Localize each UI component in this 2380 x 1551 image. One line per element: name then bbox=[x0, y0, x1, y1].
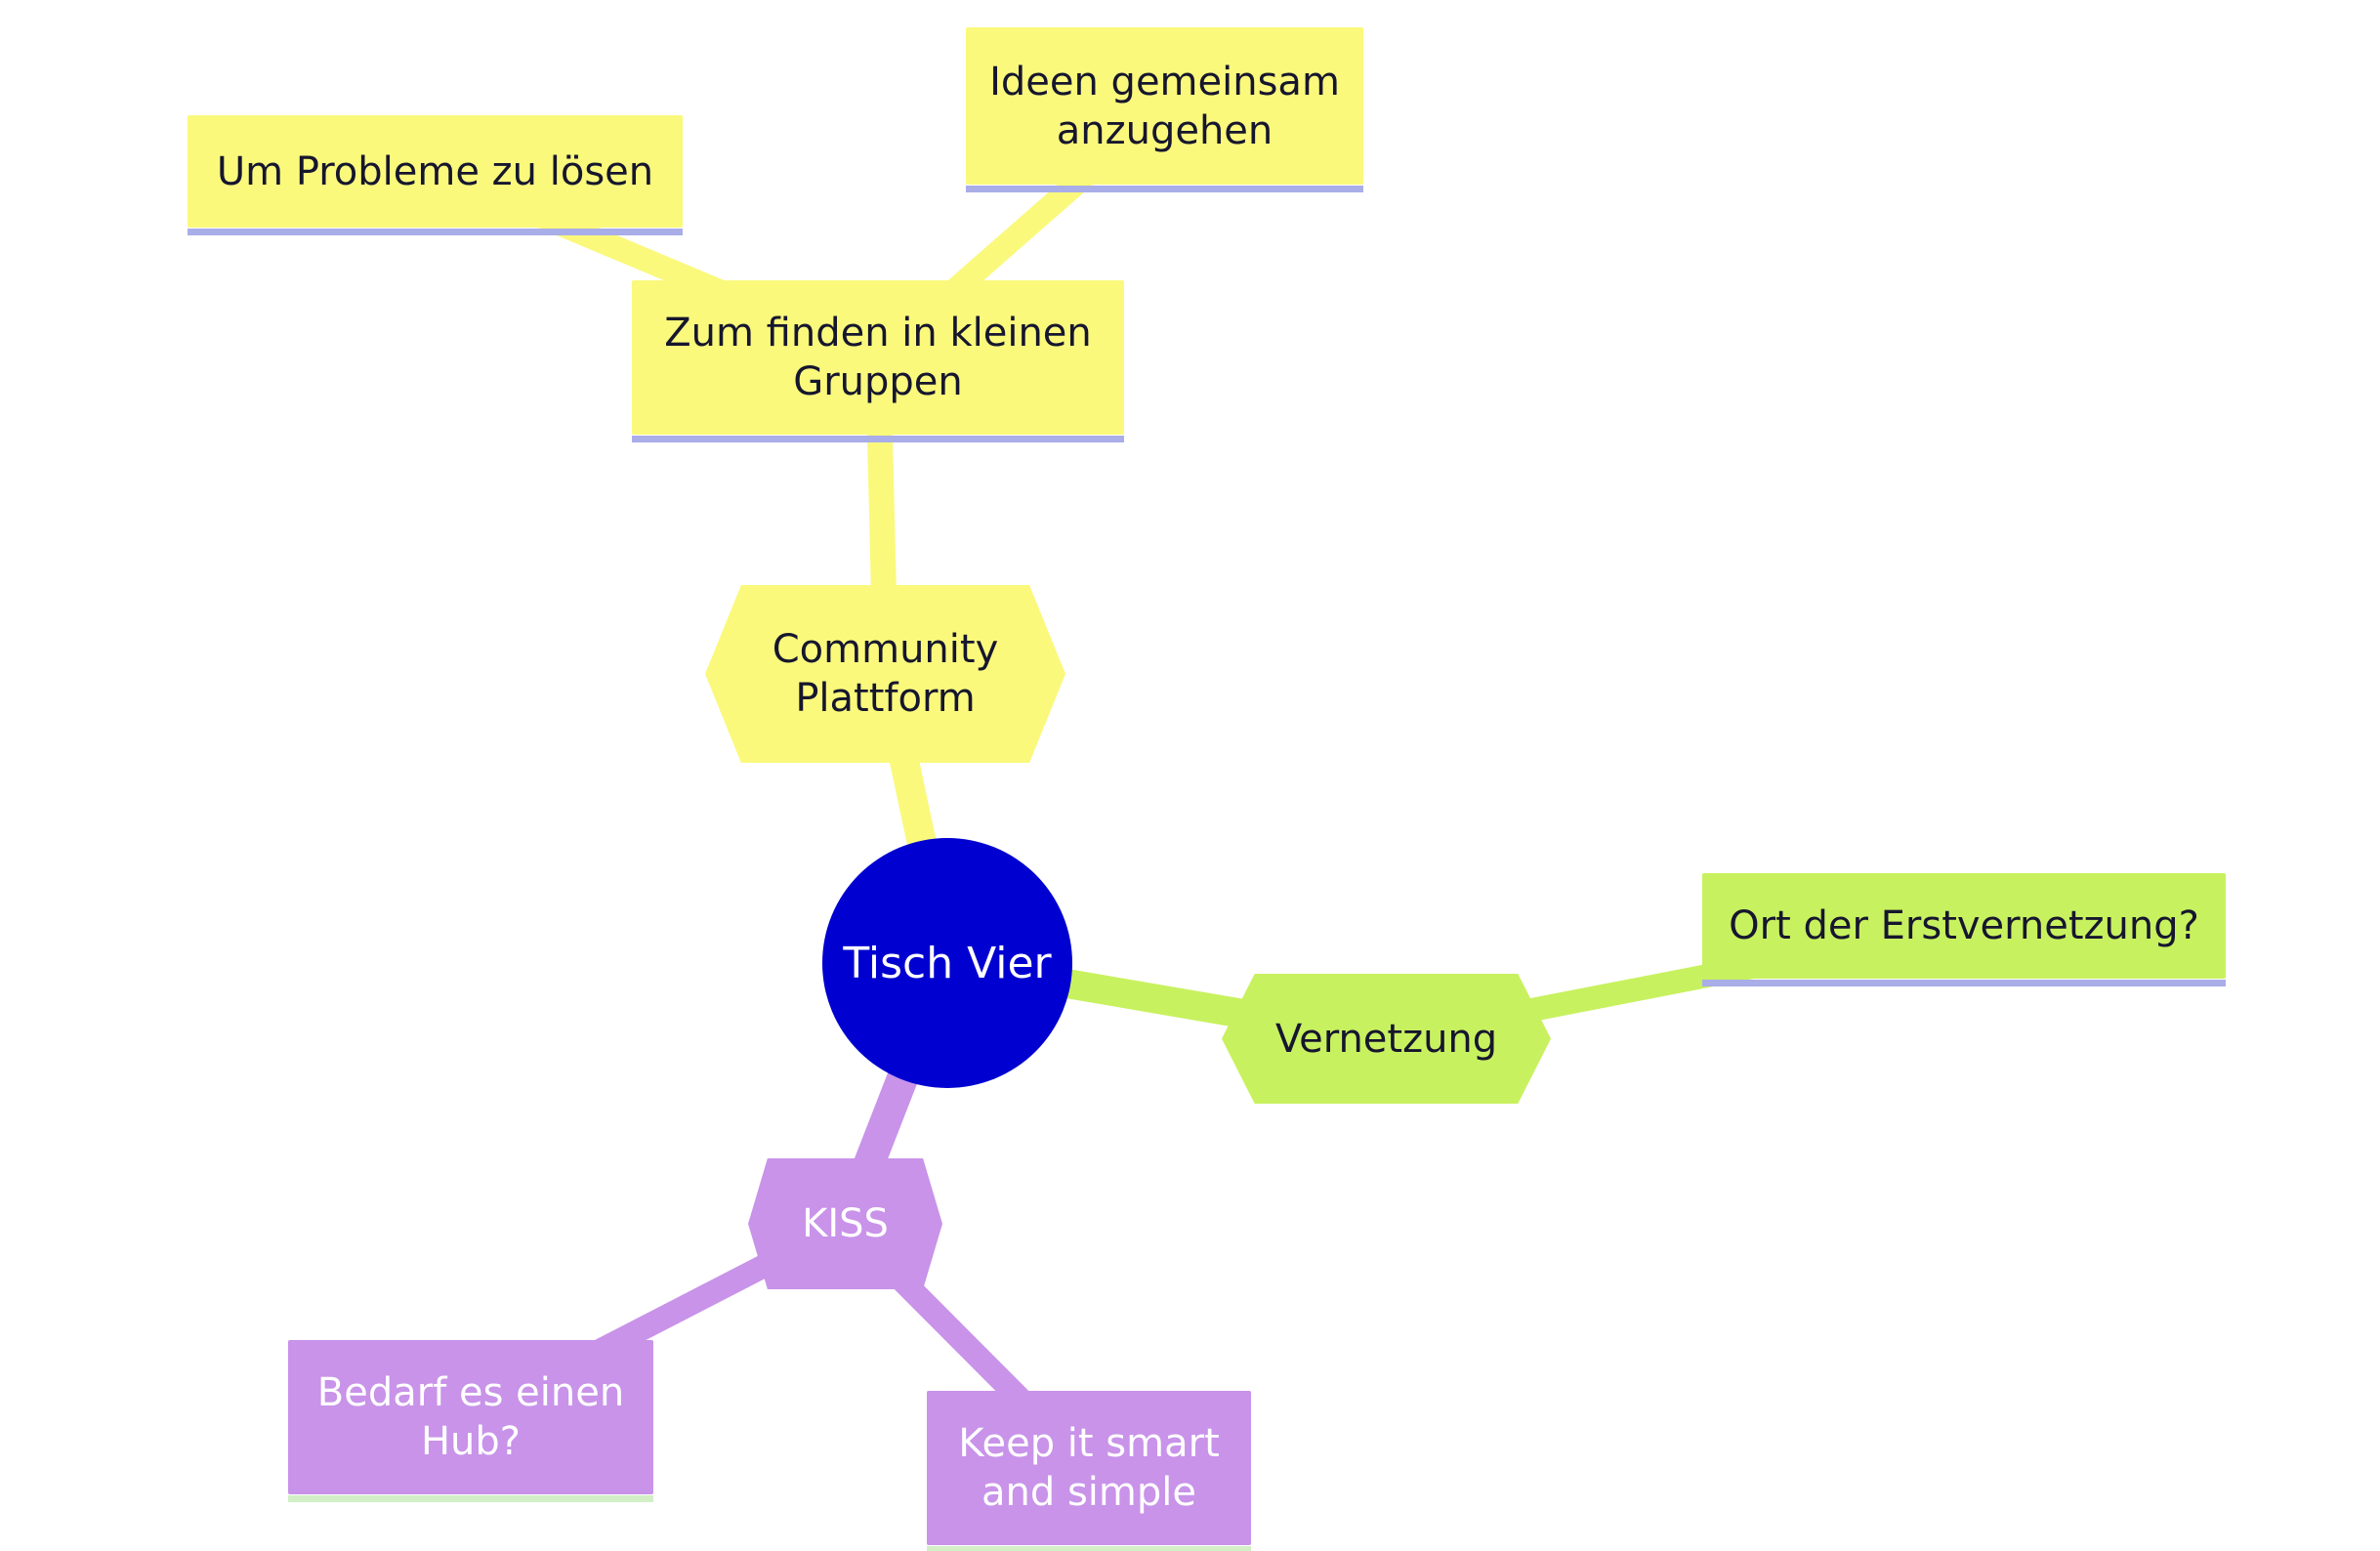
node-um-probleme-label: Um Probleme zu lösen bbox=[216, 148, 654, 194]
node-tisch-vier-root[interactable]: Tisch Vier bbox=[822, 838, 1072, 1088]
node-ideen-gemeinsam-label: Ideen gemeinsam anzugehen bbox=[989, 59, 1340, 153]
node-ort-erstvernetzung[interactable]: Ort der Erstvernetzung? bbox=[1702, 873, 2226, 986]
node-keep-it-smart[interactable]: Keep it smart and simple bbox=[927, 1391, 1251, 1551]
node-bedarf-hub-label: Bedarf es einen Hub? bbox=[316, 1370, 625, 1464]
node-keep-it-smart-label: Keep it smart and simple bbox=[958, 1421, 1220, 1515]
node-tisch-vier-label: Tisch Vier bbox=[843, 938, 1052, 988]
node-um-probleme[interactable]: Um Probleme zu lösen bbox=[188, 115, 683, 235]
node-vernetzung-label: Vernetzung bbox=[1274, 1016, 1498, 1062]
node-vernetzung[interactable]: Vernetzung bbox=[1222, 974, 1551, 1104]
node-kiss-label: KISS bbox=[802, 1201, 889, 1246]
node-zum-finden[interactable]: Zum finden in kleinen Gruppen bbox=[632, 280, 1124, 442]
node-ort-erstvernetzung-label: Ort der Erstvernetzung? bbox=[1729, 903, 2199, 948]
node-zum-finden-label: Zum finden in kleinen Gruppen bbox=[664, 311, 1092, 404]
node-bedarf-hub[interactable]: Bedarf es einen Hub? bbox=[288, 1340, 653, 1502]
node-ideen-gemeinsam[interactable]: Ideen gemeinsam anzugehen bbox=[966, 27, 1363, 192]
node-community-plattform[interactable]: Community Plattform bbox=[705, 585, 1065, 763]
node-community-plattform-label: Community Plattform bbox=[772, 627, 999, 721]
node-kiss[interactable]: KISS bbox=[748, 1158, 942, 1289]
